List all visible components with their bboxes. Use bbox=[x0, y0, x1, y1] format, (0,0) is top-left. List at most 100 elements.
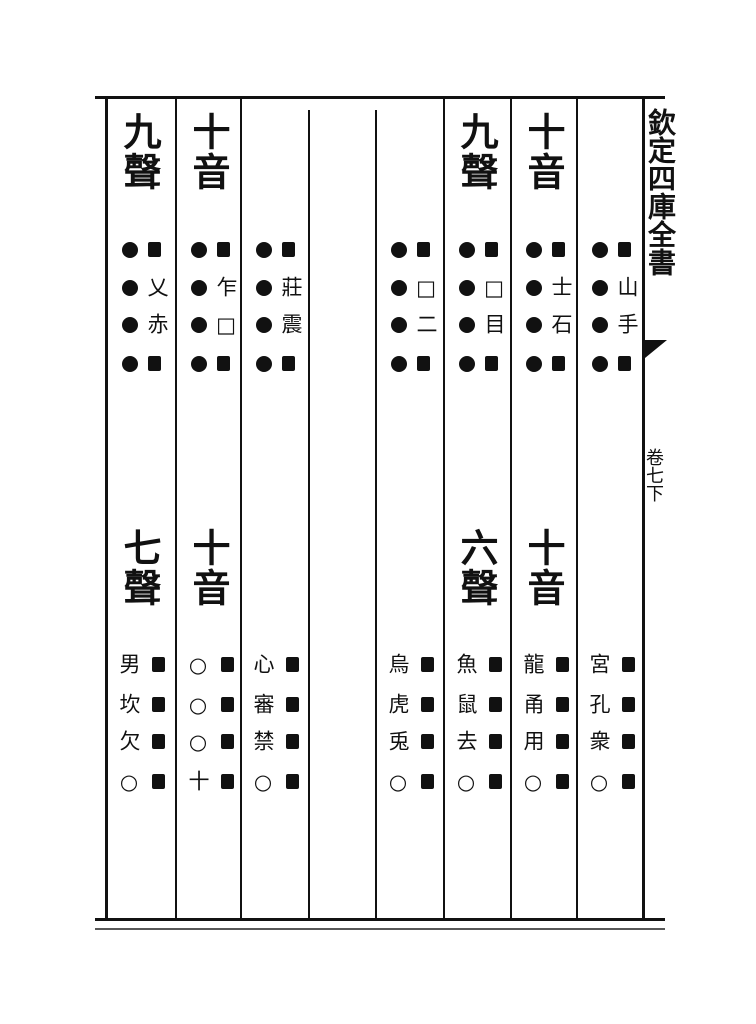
column-heading: 十音 bbox=[186, 112, 231, 192]
square-marker bbox=[421, 657, 434, 672]
col-rule bbox=[576, 98, 578, 920]
lower-char: 禁 bbox=[251, 730, 275, 751]
lower-char: 烏 bbox=[386, 653, 410, 674]
round-marker bbox=[256, 317, 272, 333]
upper-char: 手 bbox=[615, 313, 639, 334]
upper-char: 乍 bbox=[214, 276, 238, 297]
column-heading: 九聲 bbox=[117, 112, 162, 192]
col-rule bbox=[175, 98, 177, 920]
round-marker bbox=[592, 280, 608, 296]
square-marker bbox=[552, 356, 565, 371]
lower-char: 鼠 bbox=[454, 693, 478, 714]
column-heading: 九聲 bbox=[454, 112, 499, 192]
square-marker bbox=[421, 734, 434, 749]
upper-char: 乂 bbox=[145, 276, 169, 297]
square-marker bbox=[152, 734, 165, 749]
upper-char: 目 bbox=[482, 313, 506, 334]
round-marker bbox=[526, 356, 542, 372]
lower-char: 用 bbox=[521, 730, 545, 751]
round-marker bbox=[122, 317, 138, 333]
lower-char: ○ bbox=[251, 770, 275, 794]
square-marker bbox=[485, 242, 498, 257]
lower-char: 孔 bbox=[587, 693, 611, 714]
lower-char: 欠 bbox=[117, 730, 141, 751]
upper-char: 山 bbox=[615, 276, 639, 297]
lower-char: ○ bbox=[186, 693, 210, 717]
round-marker bbox=[459, 356, 475, 372]
lower-char: ○ bbox=[386, 770, 410, 794]
square-marker bbox=[152, 657, 165, 672]
lower-char: 男 bbox=[117, 653, 141, 674]
lower-char: ○ bbox=[587, 770, 611, 794]
square-marker bbox=[556, 697, 569, 712]
lower-char: 去 bbox=[454, 730, 478, 751]
upper-char: □ bbox=[214, 313, 238, 337]
square-marker bbox=[489, 657, 502, 672]
upper-char: 石 bbox=[549, 313, 573, 334]
bottom-border bbox=[95, 918, 665, 921]
square-marker bbox=[618, 356, 631, 371]
round-marker bbox=[191, 242, 207, 258]
lower-char: 十 bbox=[186, 770, 210, 791]
square-marker bbox=[618, 242, 631, 257]
upper-char: 震 bbox=[279, 313, 303, 334]
round-marker bbox=[592, 356, 608, 372]
bottom-border-outer bbox=[95, 928, 665, 930]
square-marker bbox=[556, 734, 569, 749]
lower-char: 審 bbox=[251, 693, 275, 714]
round-marker bbox=[459, 242, 475, 258]
col-rule bbox=[510, 98, 512, 920]
column-lower-heading: 十音 bbox=[186, 528, 231, 608]
upper-char: 二 bbox=[414, 313, 438, 334]
round-marker bbox=[526, 242, 542, 258]
upper-char: 莊 bbox=[279, 276, 303, 297]
col-rule bbox=[443, 98, 445, 920]
square-marker bbox=[282, 356, 295, 371]
lower-char: ○ bbox=[521, 770, 545, 794]
square-marker bbox=[221, 697, 234, 712]
square-marker bbox=[556, 657, 569, 672]
top-border bbox=[95, 96, 665, 99]
square-marker bbox=[556, 774, 569, 789]
lower-char: ○ bbox=[186, 653, 210, 677]
square-marker bbox=[417, 356, 430, 371]
column-heading: 十音 bbox=[521, 112, 566, 192]
upper-char: □ bbox=[414, 276, 438, 300]
square-marker bbox=[489, 774, 502, 789]
square-marker bbox=[485, 356, 498, 371]
col-rule bbox=[642, 98, 645, 920]
round-marker bbox=[592, 317, 608, 333]
round-marker bbox=[391, 356, 407, 372]
square-marker bbox=[221, 734, 234, 749]
round-marker bbox=[459, 280, 475, 296]
lower-char: 龍 bbox=[521, 653, 545, 674]
square-marker bbox=[421, 697, 434, 712]
round-marker bbox=[122, 280, 138, 296]
column-lower-heading: 七聲 bbox=[117, 528, 162, 608]
lower-char: 心 bbox=[251, 653, 275, 674]
square-marker bbox=[282, 242, 295, 257]
fish-tail-mark bbox=[645, 340, 667, 358]
square-marker bbox=[148, 356, 161, 371]
round-marker bbox=[191, 356, 207, 372]
round-marker bbox=[256, 242, 272, 258]
column-lower-heading: 六聲 bbox=[454, 528, 499, 608]
lower-char: 衆 bbox=[587, 730, 611, 751]
round-marker bbox=[526, 280, 542, 296]
lower-char: 坎 bbox=[117, 693, 141, 714]
margin-title: 欽定四庫全書 bbox=[644, 108, 677, 276]
round-marker bbox=[256, 356, 272, 372]
col-rule bbox=[105, 98, 108, 920]
column-lower-heading: 十音 bbox=[521, 528, 566, 608]
square-marker bbox=[622, 657, 635, 672]
square-marker bbox=[217, 356, 230, 371]
round-marker bbox=[191, 280, 207, 296]
square-marker bbox=[417, 242, 430, 257]
square-marker bbox=[622, 697, 635, 712]
round-marker bbox=[256, 280, 272, 296]
lower-char: ○ bbox=[117, 770, 141, 794]
lower-char: 宮 bbox=[587, 653, 611, 674]
round-marker bbox=[526, 317, 542, 333]
square-marker bbox=[622, 734, 635, 749]
square-marker bbox=[489, 697, 502, 712]
